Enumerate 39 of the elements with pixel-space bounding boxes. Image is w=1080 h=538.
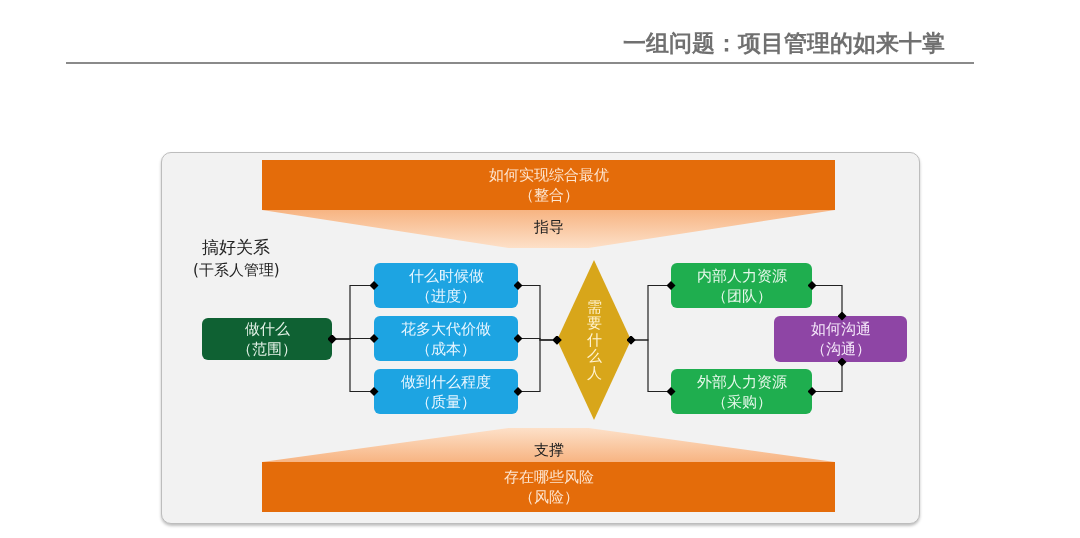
process-box xyxy=(671,263,812,308)
connector-line xyxy=(513,335,562,396)
annotation-text: 搞好关系 xyxy=(202,236,270,259)
node-text: 做什么 xyxy=(244,319,290,339)
node-text: （范围） xyxy=(237,339,297,359)
banner xyxy=(262,462,835,512)
node-text: 什么时候做 xyxy=(408,265,484,286)
slide-title: 一组问题：项目管理的如来十掌 xyxy=(623,29,945,58)
connector-line xyxy=(807,357,847,396)
node-text: （整合） xyxy=(518,185,579,205)
node-text: （团队） xyxy=(711,285,772,306)
node-text: 做到什么程度 xyxy=(401,371,491,392)
process-box xyxy=(202,318,332,360)
process-box xyxy=(374,263,518,308)
connector-line xyxy=(807,281,847,321)
decision-diamond xyxy=(557,260,631,420)
node-text: 需要什么人 xyxy=(586,298,602,382)
annotation-text: (干系人管理) xyxy=(193,261,280,280)
node-text: 存在哪些风险 xyxy=(503,467,594,487)
node-text: （进度） xyxy=(416,285,476,306)
node-text: 内部人力资源 xyxy=(696,265,787,286)
connector-label: 指导 xyxy=(533,217,564,237)
node-text: （质量） xyxy=(416,391,476,412)
node-text: （风险） xyxy=(518,487,579,507)
process-box xyxy=(374,369,518,414)
node-text: 花多大代价做 xyxy=(401,318,491,339)
connector-line xyxy=(327,334,379,396)
node-text: 如何沟通 xyxy=(810,319,871,339)
connector-label: 支撑 xyxy=(533,440,564,460)
node-text: （采购） xyxy=(711,391,772,412)
node-text: 外部人力资源 xyxy=(696,371,787,392)
node-text: （沟通） xyxy=(810,339,871,359)
connector-line xyxy=(626,335,676,396)
node-text: （成本） xyxy=(416,338,476,359)
process-box xyxy=(774,316,907,362)
banner xyxy=(262,160,835,210)
node-text: 如何实现综合最优 xyxy=(488,165,609,185)
process-box xyxy=(374,316,518,361)
process-box xyxy=(671,369,812,414)
